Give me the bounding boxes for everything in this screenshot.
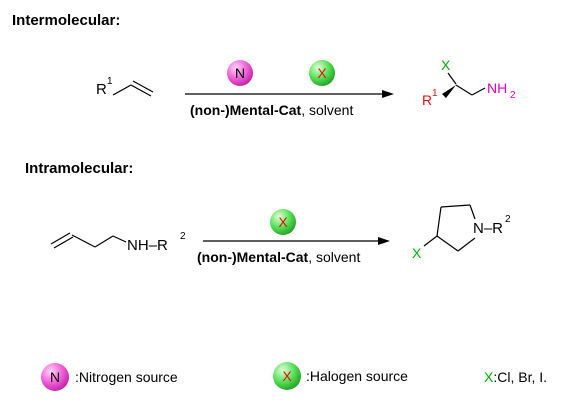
product1-r-label: R — [422, 92, 432, 108]
conditions-rxn1-catalyst: (non-)Mental-Cat — [190, 102, 302, 118]
product1-r-sup: 1 — [432, 88, 438, 99]
product-haloamine: X R 1 NH 2 — [422, 57, 516, 108]
legend-badge-nitrogen: N — [41, 363, 69, 391]
reactant-r1-label: R — [96, 81, 107, 98]
legend-x-elements: :Cl, Br, I. — [493, 369, 548, 385]
reactant2-r-sup: 2 — [180, 231, 186, 242]
product2-x-label: X — [412, 245, 422, 261]
heading-intramolecular: Intramolecular: — [25, 160, 134, 177]
legend-badge-halogen: X — [273, 362, 301, 390]
product2-r-sup: 2 — [505, 214, 511, 225]
legend-x-letter: X — [484, 369, 494, 385]
legend-x-definition: X:Cl, Br, I. — [484, 369, 547, 385]
product-pyrrolidine: N–R 2 X — [412, 204, 511, 261]
legend-halogen-text: :Halogen source — [306, 368, 408, 384]
product1-nh-label: NH — [487, 80, 507, 96]
conditions-rxn2-catalyst: (non-)Mental-Cat — [197, 249, 309, 265]
reactant-alkene-r1: R 1 — [96, 76, 154, 98]
reactant-r1-sup: 1 — [107, 76, 113, 87]
reactant-butenylamine: NH–R 2 — [50, 231, 186, 254]
legend-nitrogen-letter: N — [50, 369, 60, 385]
conditions-rxn1-solvent: , solvent — [301, 102, 354, 118]
badge-halogen-rxn1-letter: X — [317, 65, 327, 81]
badge-halogen-rxn1: X — [309, 60, 335, 86]
reaction-arrow-2 — [203, 237, 390, 245]
badge-halogen-rxn2-letter: X — [278, 214, 288, 230]
reaction-arrow-1 — [185, 90, 394, 98]
legend-halogen-letter: X — [282, 368, 292, 384]
conditions-rxn2: (non-)Mental-Cat, solvent — [197, 249, 360, 265]
product2-n-label: N–R — [473, 220, 503, 237]
heading-intermolecular: Intermolecular: — [12, 12, 121, 29]
badge-nitrogen-rxn1: N — [227, 60, 253, 86]
conditions-rxn1: (non-)Mental-Cat, solvent — [190, 102, 353, 118]
conditions-rxn2-solvent: , solvent — [308, 249, 361, 265]
reactant2-nh-label: NH–R — [127, 237, 168, 254]
badge-halogen-rxn2: X — [270, 209, 296, 235]
product1-x-label: X — [441, 57, 451, 73]
badge-nitrogen-rxn1-letter: N — [235, 65, 245, 81]
product1-nh-sub: 2 — [510, 90, 516, 101]
legend-nitrogen-text: :Nitrogen source — [75, 369, 178, 385]
